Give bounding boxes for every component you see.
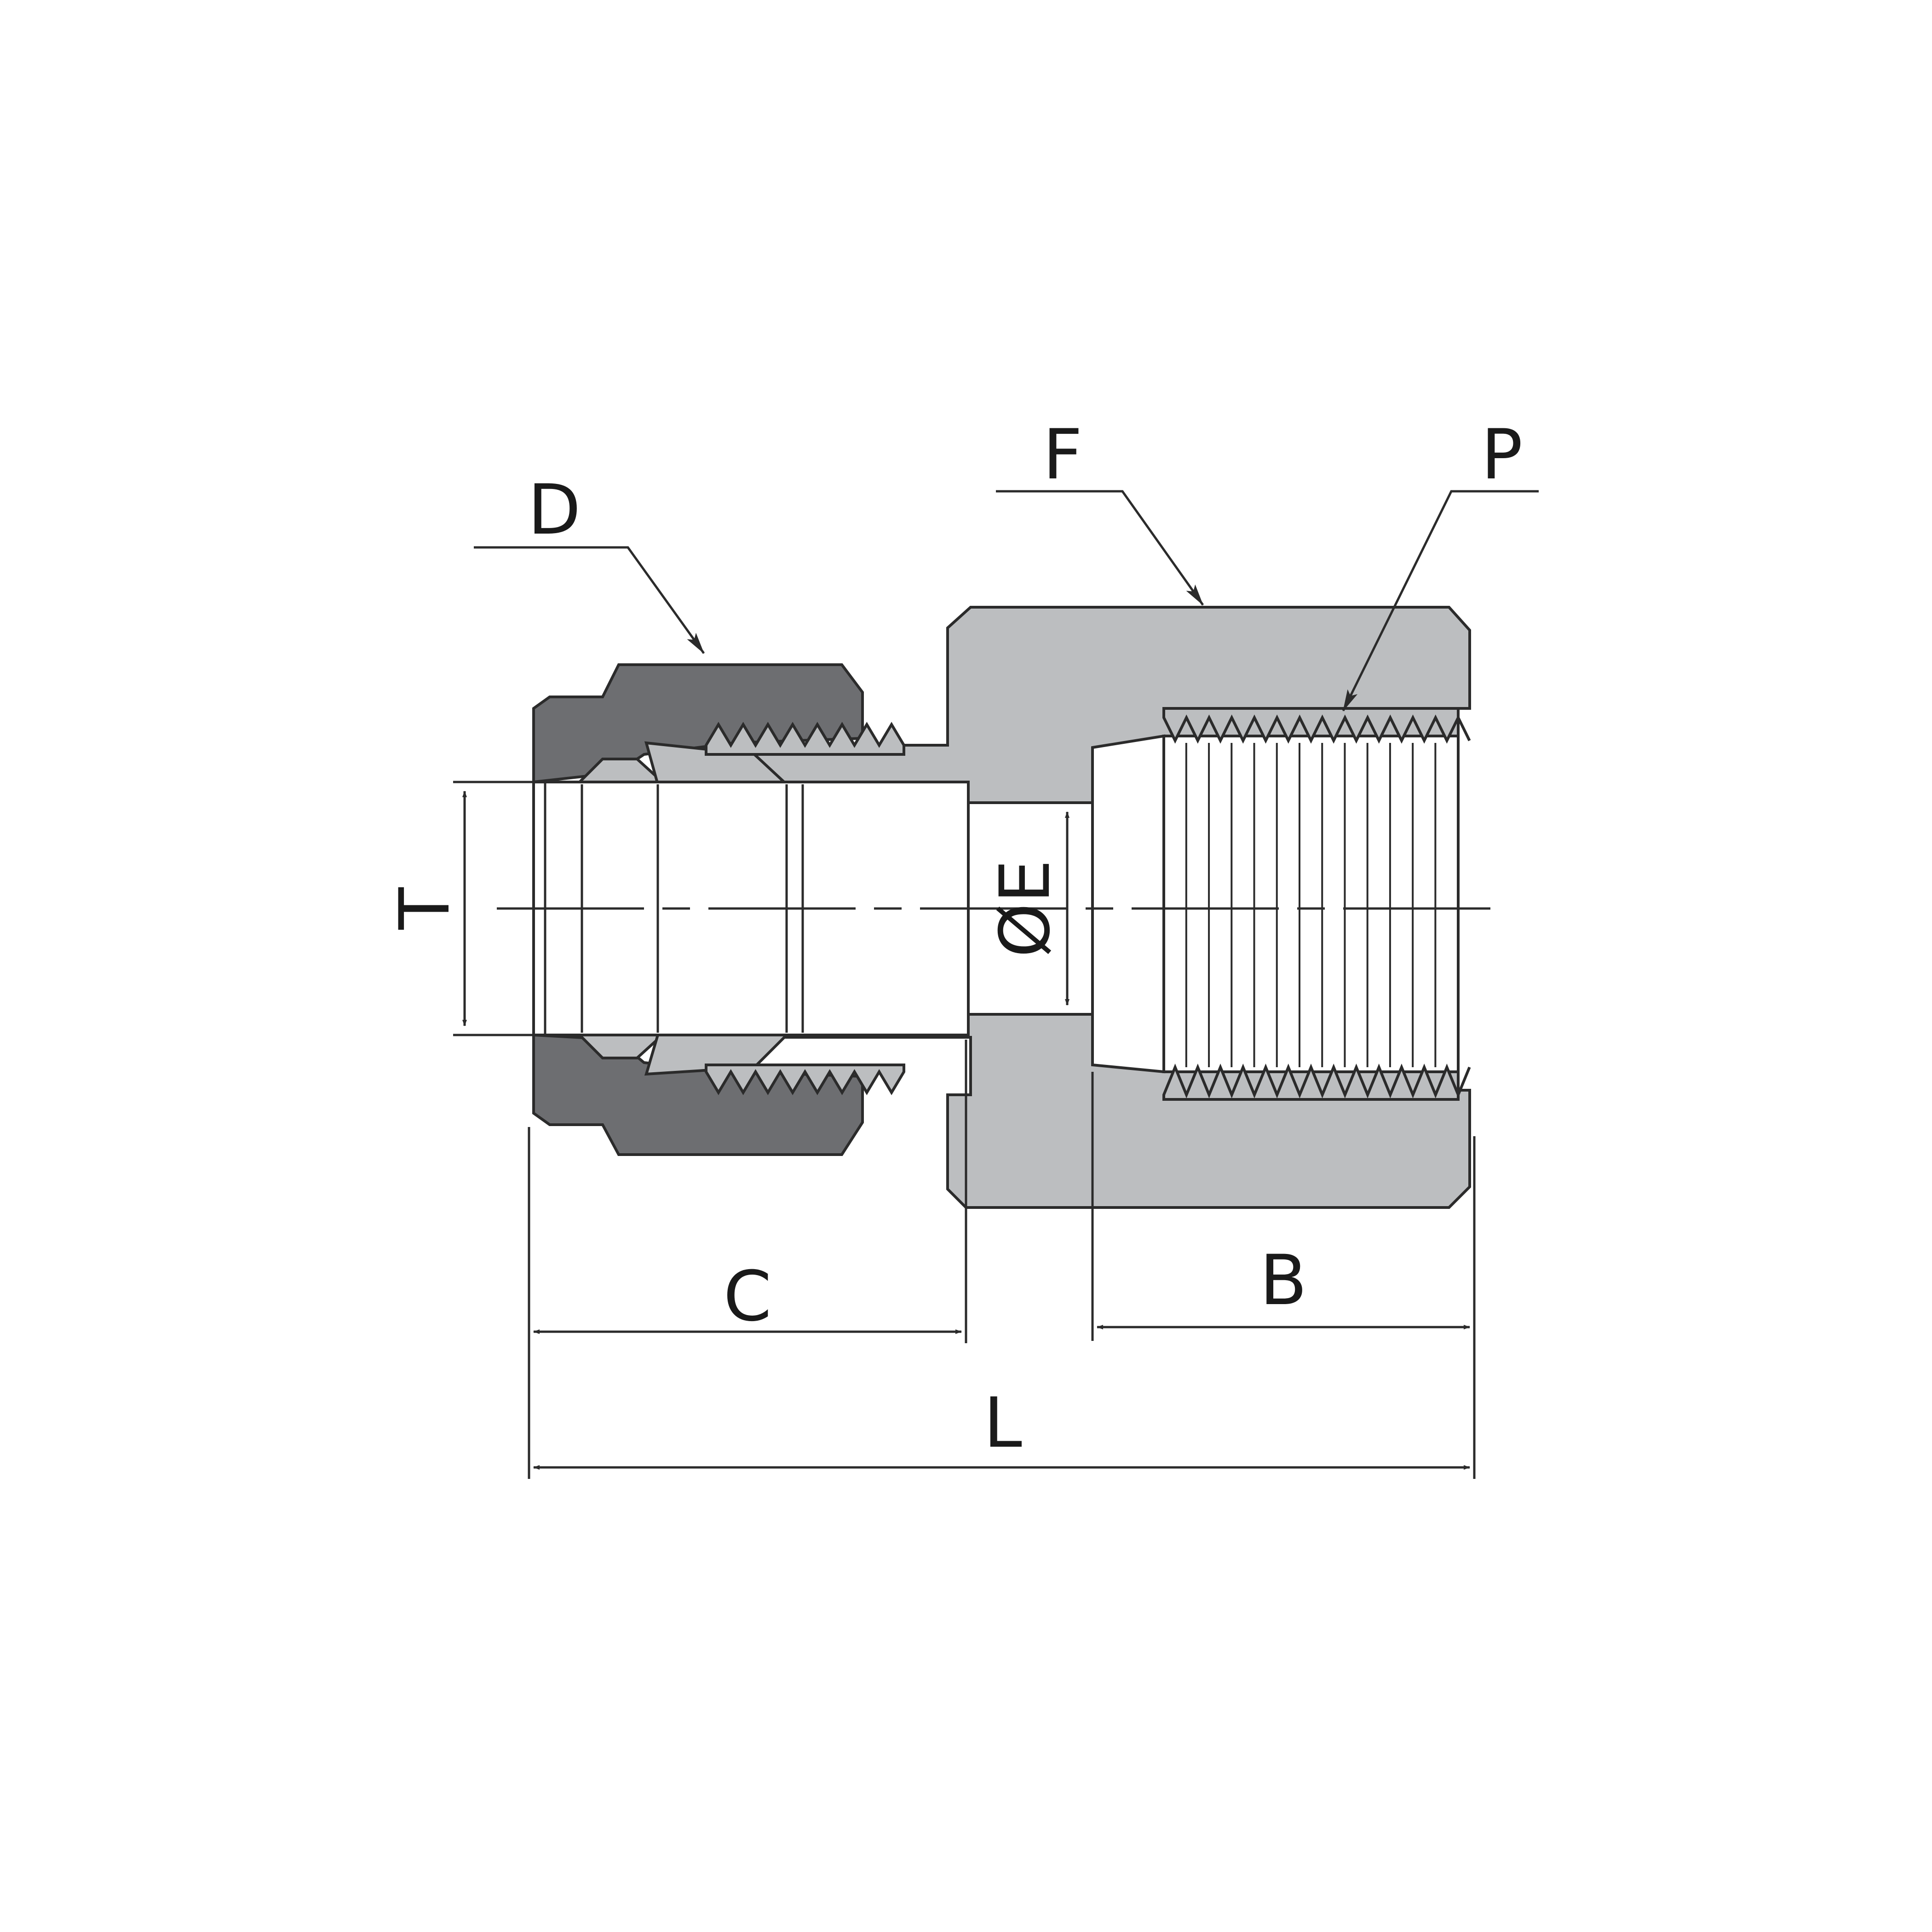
label-f: F bbox=[1043, 415, 1082, 495]
female-thread-teeth-bottom bbox=[1162, 1064, 1471, 1101]
nut bbox=[532, 663, 864, 1156]
female-thread-bore bbox=[1162, 735, 1460, 1073]
female-thread-lines bbox=[1162, 743, 1437, 1067]
label-p: P bbox=[1481, 415, 1523, 495]
male-thread-top bbox=[705, 722, 905, 756]
leader-lines bbox=[474, 490, 1539, 712]
label-l: L bbox=[983, 1383, 1022, 1463]
label-b: B bbox=[1260, 1241, 1307, 1321]
label-c: C bbox=[724, 1257, 772, 1337]
nut-bottom-half bbox=[532, 1033, 864, 1156]
dimension-lines bbox=[453, 781, 1476, 1479]
label-t: T bbox=[385, 887, 465, 930]
male-thread-bottom bbox=[705, 1064, 905, 1095]
female-thread-teeth-top bbox=[1162, 707, 1471, 744]
label-e: ØE bbox=[985, 860, 1065, 958]
label-d: D bbox=[528, 470, 581, 550]
body-counterbore bbox=[1091, 734, 1165, 1074]
